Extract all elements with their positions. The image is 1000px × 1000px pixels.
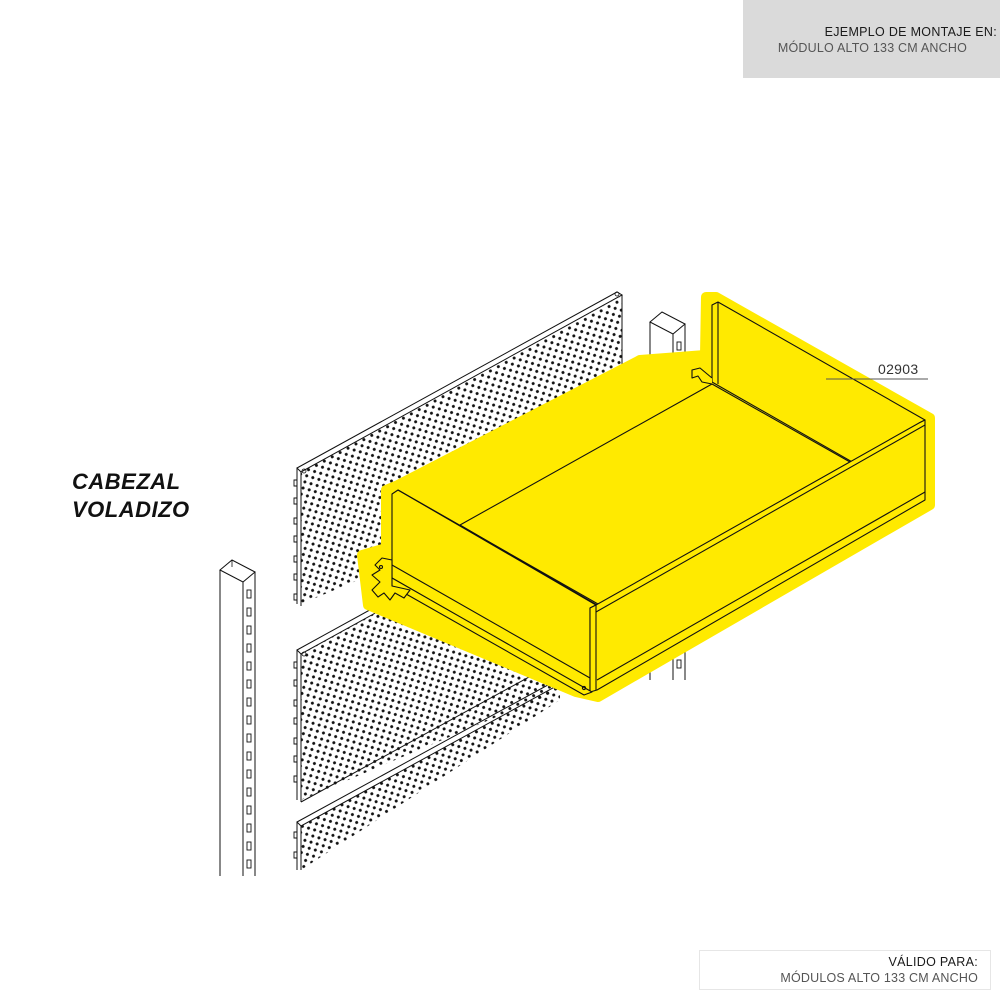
valid-for-module: MÓDULOS ALTO 133 CM ANCHO: [780, 971, 978, 985]
mounting-example-heading: EJEMPLO DE MONTAJE EN:: [824, 25, 997, 39]
product-title-line1: CABEZAL: [72, 469, 181, 494]
valid-for-box: VÁLIDO PARA: MÓDULOS ALTO 133 CM ANCHO: [699, 950, 991, 990]
valid-for-heading: VÁLIDO PARA:: [888, 955, 978, 969]
mounting-example-box: EJEMPLO DE MONTAJE EN: MÓDULO ALTO 133 C…: [743, 0, 1000, 78]
bracket-hook-right: [691, 367, 713, 385]
mounting-example-module: MÓDULO ALTO 133 CM ANCHO: [777, 41, 967, 55]
product-title: CABEZAL VOLADIZO: [72, 468, 190, 524]
cantilever-tray: [357, 292, 935, 702]
part-code-label: 02903: [878, 361, 919, 377]
upright-column-left: [219, 559, 256, 876]
product-title-line2: VOLADIZO: [72, 497, 190, 522]
